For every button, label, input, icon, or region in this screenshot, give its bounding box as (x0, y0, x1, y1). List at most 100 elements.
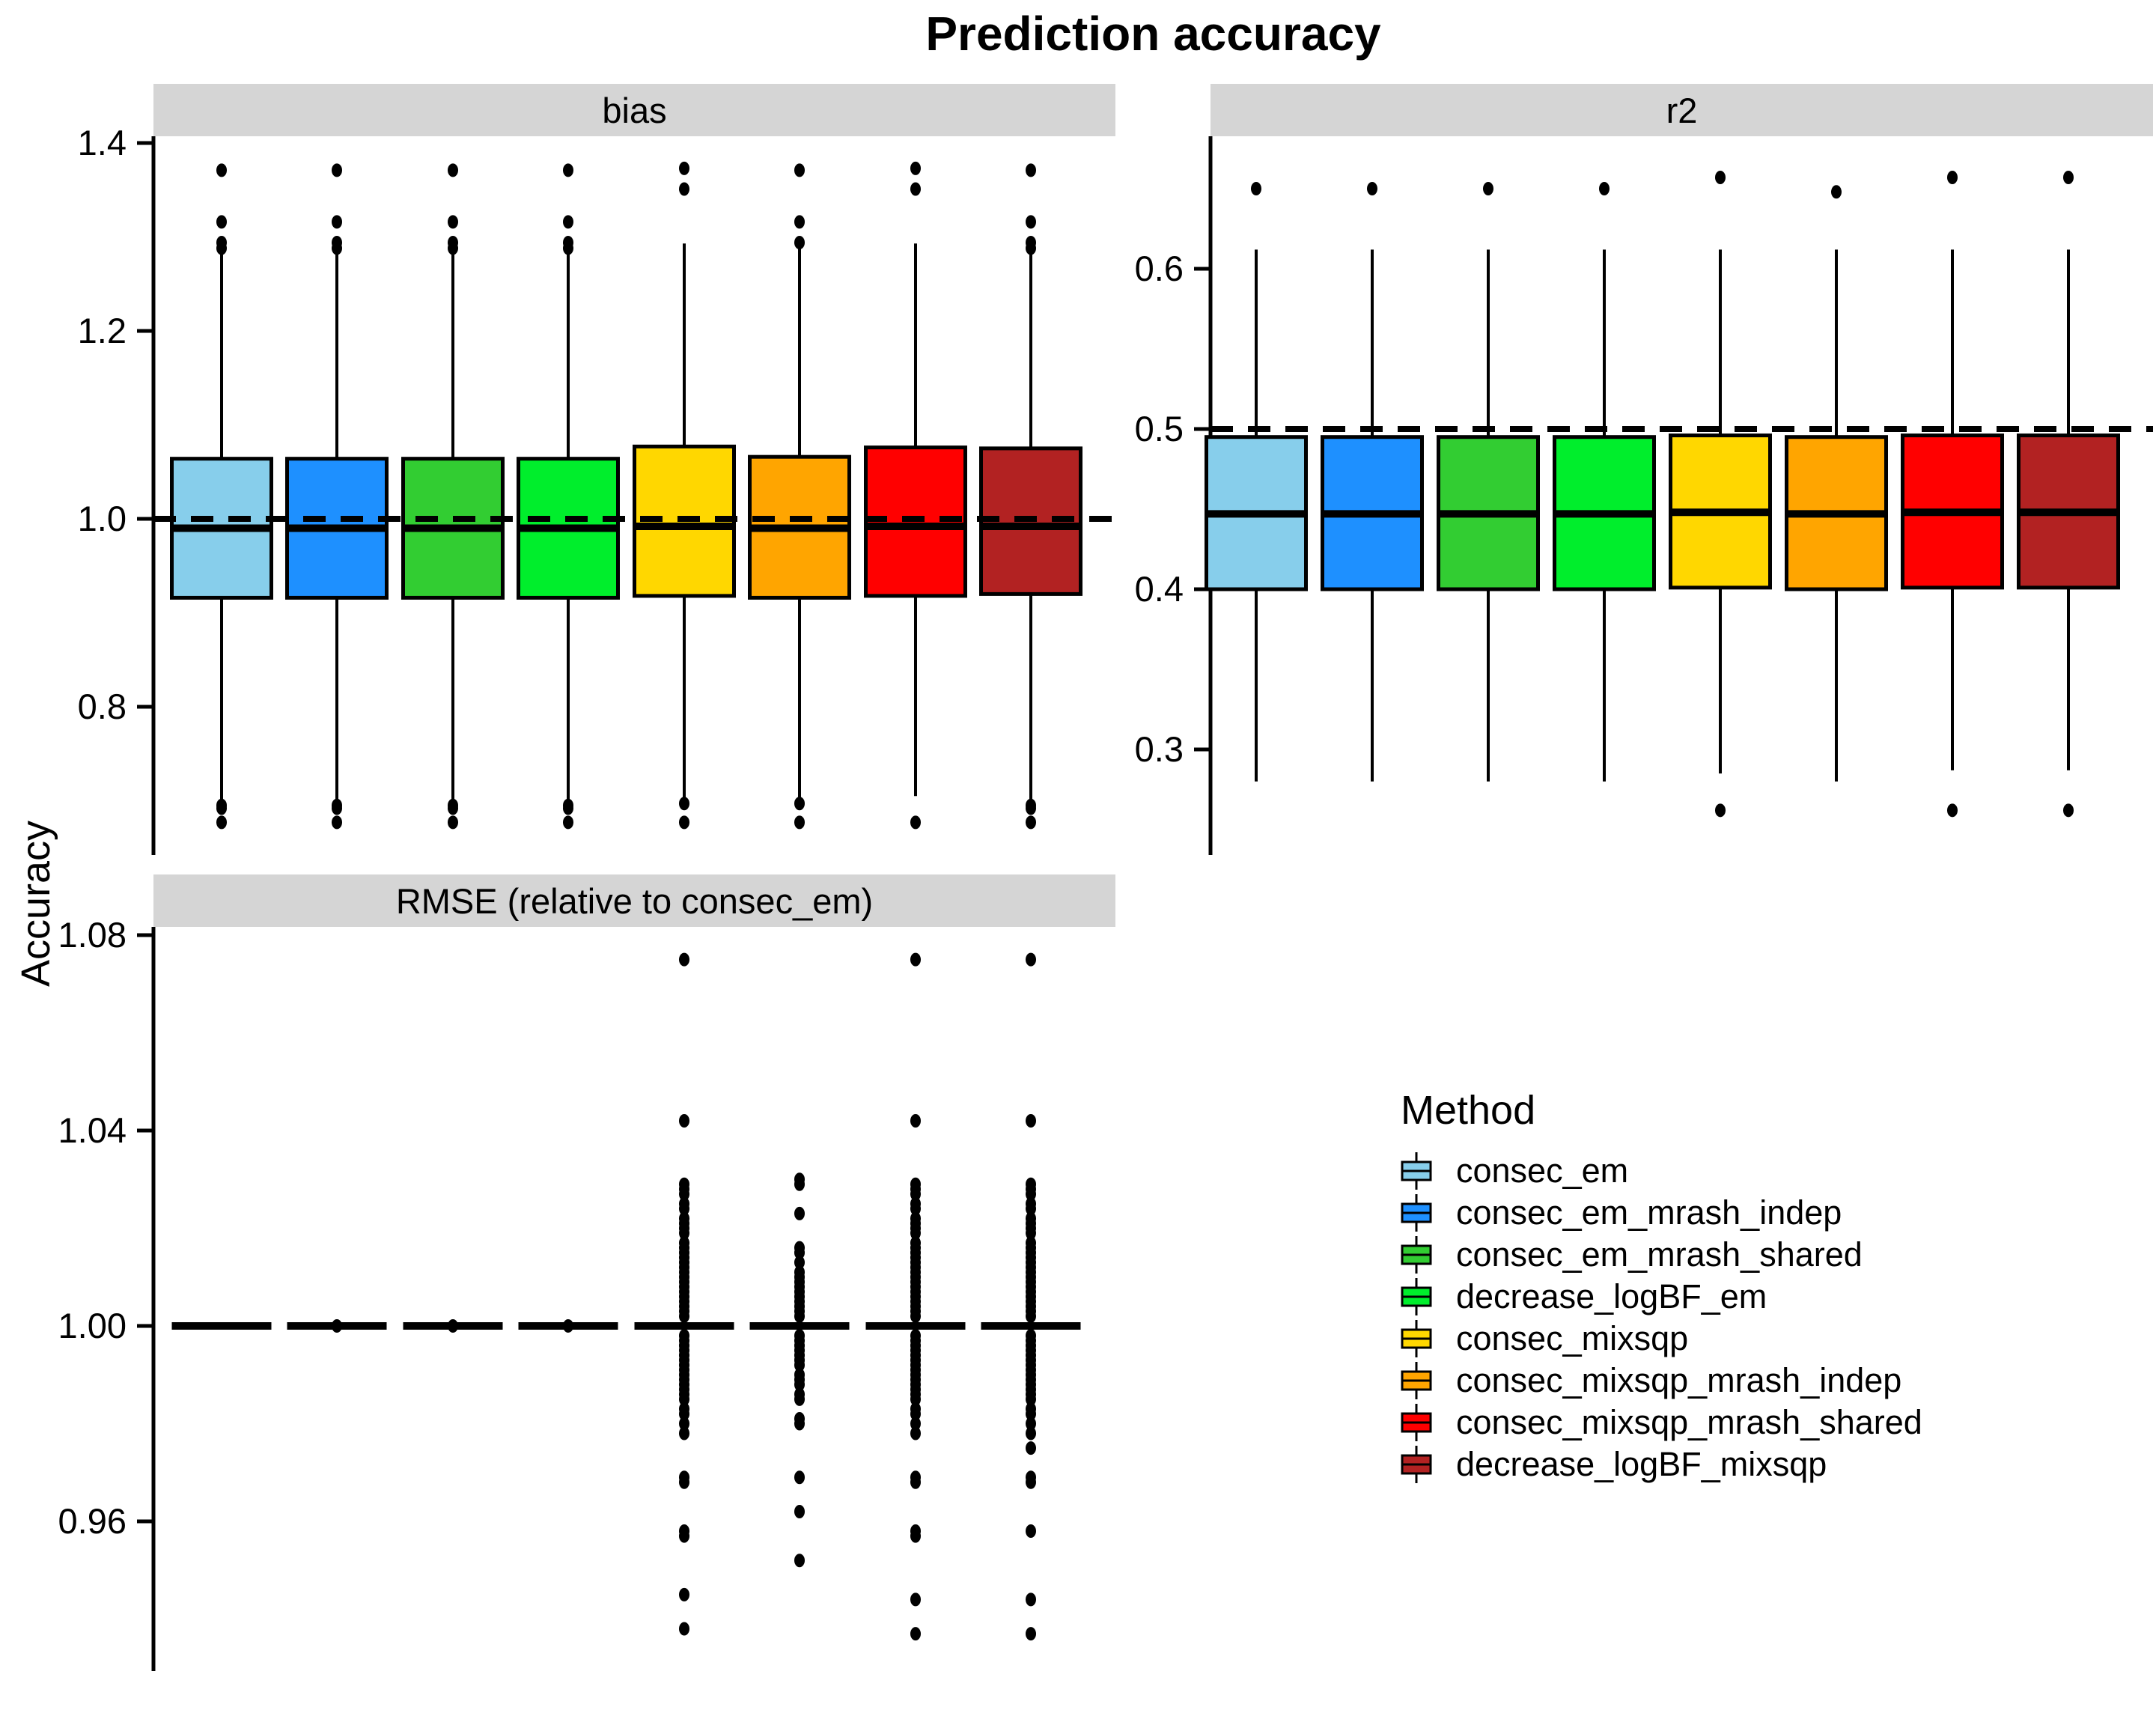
outlier-point (1483, 182, 1493, 195)
facet-strip-rmse (153, 874, 1115, 927)
outlier-point (1947, 171, 1958, 185)
outlier-point (910, 161, 921, 175)
outlier-point (910, 952, 921, 967)
panel-r2: r20.60.50.40.3 (1135, 84, 2153, 855)
outlier-point (679, 1226, 689, 1241)
outlier-point (1715, 171, 1726, 185)
legend-label: decrease_logBF_mixsqp (1456, 1445, 1827, 1483)
y-tick-label-rmse: 1.04 (58, 1110, 127, 1150)
outlier-point (910, 182, 921, 196)
outlier-point (679, 1407, 689, 1421)
outlier-point (679, 1187, 689, 1201)
outlier-point (448, 241, 458, 255)
boxplot-r2-decrease_logBF_em (1553, 182, 1656, 782)
y-tick-label-rmse: 1.08 (58, 915, 127, 955)
outlier-point (1715, 803, 1726, 818)
outlier-point (216, 801, 227, 815)
figure-title: Prediction accuracy (925, 7, 1381, 61)
y-tick-label-r2: 0.5 (1135, 409, 1184, 448)
legend-title: Method (1401, 1088, 1536, 1133)
outlier-point (1026, 1202, 1036, 1216)
y-tick-label-bias: 1.4 (78, 123, 127, 162)
outlier-point (216, 241, 227, 255)
legend-item-consec_em_mrash_shared: consec_em_mrash_shared (1401, 1234, 1922, 1276)
outlier-point (2063, 803, 2074, 818)
boxplot-bias-consec_em_mrash_shared (401, 163, 505, 830)
legend-key-boxplot-icon (1401, 1152, 1432, 1190)
legend-label: consec_em_mrash_indep (1456, 1193, 1842, 1232)
outlier-point (1026, 163, 1036, 177)
outlier-point (332, 215, 342, 229)
outlier-point (794, 1378, 805, 1392)
y-axis-label: Accuracy (13, 820, 58, 988)
boxplot-bias-decrease_logBF_mixsqp (979, 163, 1082, 830)
boxplot-bias-consec_mixsqp_mrash_indep (748, 163, 851, 830)
outlier-point (1026, 1226, 1036, 1241)
outlier-point (448, 801, 458, 815)
legend-item-consec_mixsqp_mrash_indep: consec_mixsqp_mrash_indep (1401, 1360, 1922, 1402)
outlier-point (332, 241, 342, 255)
outlier-point (794, 1206, 805, 1220)
outlier-point (1026, 1592, 1036, 1607)
outlier-point (910, 1426, 921, 1440)
boxplot-r2-consec_em (1205, 182, 1308, 782)
boxplot-rmse-consec_mixsqp_mrash_shared (865, 952, 966, 1641)
outlier-point (679, 1202, 689, 1216)
legend-label: decrease_logBF_em (1456, 1277, 1767, 1315)
boxplot-r2-consec_em_mrash_indep (1321, 182, 1424, 782)
y-tick-label-rmse: 1.00 (58, 1306, 127, 1345)
outlier-point (794, 1417, 805, 1431)
outlier-point (1026, 1309, 1036, 1323)
outlier-point (1026, 1627, 1036, 1641)
legend-item-consec_mixsqp: consec_mixsqp (1401, 1318, 1922, 1360)
boxplot-r2-consec_mixsqp_mrash_indep (1785, 185, 1888, 782)
outlier-point (1026, 815, 1036, 830)
outlier-point (563, 1319, 573, 1333)
y-tick-label-r2: 0.3 (1135, 729, 1184, 769)
boxplot-rmse-decrease_logBF_mixsqp (981, 952, 1081, 1641)
outlier-point (794, 1358, 805, 1372)
panel-rmse: RMSE (relative to consec_em)1.081.041.00… (58, 874, 1115, 1671)
outlier-point (1026, 801, 1036, 815)
boxplot-bias-consec_em_mrash_indep (285, 163, 389, 830)
outlier-point (216, 215, 227, 229)
outlier-point (794, 797, 805, 811)
legend-item-consec_em_mrash_indep: consec_em_mrash_indep (1401, 1192, 1922, 1234)
boxplot-bias-consec_mixsqp (633, 161, 736, 830)
outlier-point (1026, 1426, 1036, 1440)
outlier-point (679, 1475, 689, 1489)
boxplot-rmse-consec_em_mrash_indep (287, 1319, 387, 1333)
outlier-point (910, 1187, 921, 1201)
outlier-point (910, 815, 921, 830)
outlier-point (794, 815, 805, 830)
outlier-point (910, 1309, 921, 1323)
outlier-point (1026, 1407, 1036, 1421)
outlier-point (216, 815, 227, 830)
outlier-point (679, 1426, 689, 1440)
boxplot-r2-consec_mixsqp_mrash_shared (1901, 171, 2004, 818)
outlier-point (332, 1319, 342, 1333)
outlier-point (910, 1392, 921, 1406)
outlier-point (794, 1470, 805, 1485)
outlier-point (563, 801, 573, 815)
outlier-point (910, 1113, 921, 1128)
outlier-point (794, 1246, 805, 1260)
boxplot-r2-decrease_logBF_mixsqp (2017, 171, 2120, 818)
legend-key-boxplot-icon (1401, 1404, 1432, 1441)
facet-strip-label-r2: r2 (1666, 91, 1698, 130)
boxplot-rmse-consec_mixsqp_mrash_indep (749, 1172, 850, 1568)
outlier-point (563, 815, 573, 830)
outlier-point (1026, 215, 1036, 229)
y-tick-label-bias: 1.2 (78, 311, 127, 350)
facet-strip-label-bias: bias (602, 91, 666, 130)
outlier-point (910, 1627, 921, 1641)
outlier-point (1026, 1524, 1036, 1539)
boxplot-r2-consec_em_mrash_shared (1437, 182, 1540, 782)
outlier-point (1026, 1113, 1036, 1128)
outlier-point (794, 1504, 805, 1518)
outlier-point (679, 815, 689, 830)
outlier-point (448, 1319, 458, 1333)
